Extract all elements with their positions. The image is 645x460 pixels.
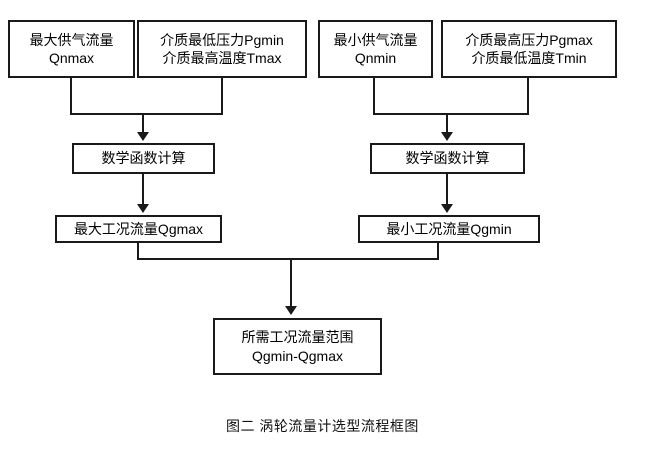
edge-qnmin-down xyxy=(373,78,375,115)
node-calc-left-label: 数学函数计算 xyxy=(101,150,186,167)
node-qnmax-line1: 最大供气流量 xyxy=(29,31,114,48)
node-qgmin: 最小工况流量Qgmin xyxy=(358,215,540,243)
edge-pgmin-tmax-down xyxy=(221,78,223,115)
node-pgmin-tmax-line2: 介质最高温度Tmax xyxy=(162,50,282,66)
edge-left-merge-bar xyxy=(70,113,223,115)
arrowhead-to-qgmin xyxy=(441,204,453,213)
figure-caption: 图二 涡轮流量计选型流程框图 xyxy=(226,418,419,434)
node-pgmin-tmax-line1: 介质最低压力Pgmin xyxy=(160,31,284,48)
node-qnmax: 最大供气流量 Qnmax xyxy=(8,20,135,78)
node-qnmin-line2: Qnmin xyxy=(354,50,397,66)
node-qgmax-label: 最大工况流量Qgmax xyxy=(73,220,204,237)
node-pgmax-tmin: 介质最高压力Pgmax 介质最低温度Tmin xyxy=(441,20,617,78)
node-pgmin-tmax: 介质最低压力Pgmin 介质最高温度Tmax xyxy=(137,20,307,78)
node-required-range-line2: Qgmin-Qgmax xyxy=(251,347,344,364)
node-qgmin-label: 最小工况流量Qgmin xyxy=(386,220,512,237)
edge-pgmax-tmin-down xyxy=(527,78,529,115)
node-calc-right-label: 数学函数计算 xyxy=(405,150,490,167)
node-qnmin-line1: 最小供气流量 xyxy=(333,31,418,48)
node-qnmax-line2: Qnmax xyxy=(48,50,95,66)
arrowhead-to-calc-left xyxy=(137,132,149,141)
arrowhead-to-calc-right xyxy=(441,132,453,141)
node-calc-left: 数学函数计算 xyxy=(72,143,215,174)
node-calc-right: 数学函数计算 xyxy=(370,143,525,174)
edge-calc-left-to-qgmax xyxy=(142,174,144,206)
edge-qgmin-down xyxy=(437,243,439,260)
arrowhead-to-required-range xyxy=(285,306,297,315)
edge-qnmax-down xyxy=(70,78,72,115)
edge-qgmax-down xyxy=(137,243,139,260)
node-required-range: 所需工况流量范围 Qgmin-Qgmax xyxy=(213,318,382,375)
node-required-range-line1: 所需工况流量范围 xyxy=(241,329,354,346)
edge-left-merge-down xyxy=(142,113,144,134)
edge-right-merge-bar xyxy=(373,113,529,115)
edge-bottom-merge-bar xyxy=(137,258,439,260)
edge-right-merge-down xyxy=(446,113,448,134)
node-qnmin: 最小供气流量 Qnmin xyxy=(318,20,433,78)
node-qgmax: 最大工况流量Qgmax xyxy=(55,215,222,243)
edge-bottom-merge-down xyxy=(290,258,292,308)
node-pgmax-tmin-line1: 介质最高压力Pgmax xyxy=(465,31,593,48)
node-pgmax-tmin-line2: 介质最低温度Tmin xyxy=(471,50,587,66)
edge-calc-right-to-qgmin xyxy=(446,174,448,206)
arrowhead-to-qgmax xyxy=(137,204,149,213)
